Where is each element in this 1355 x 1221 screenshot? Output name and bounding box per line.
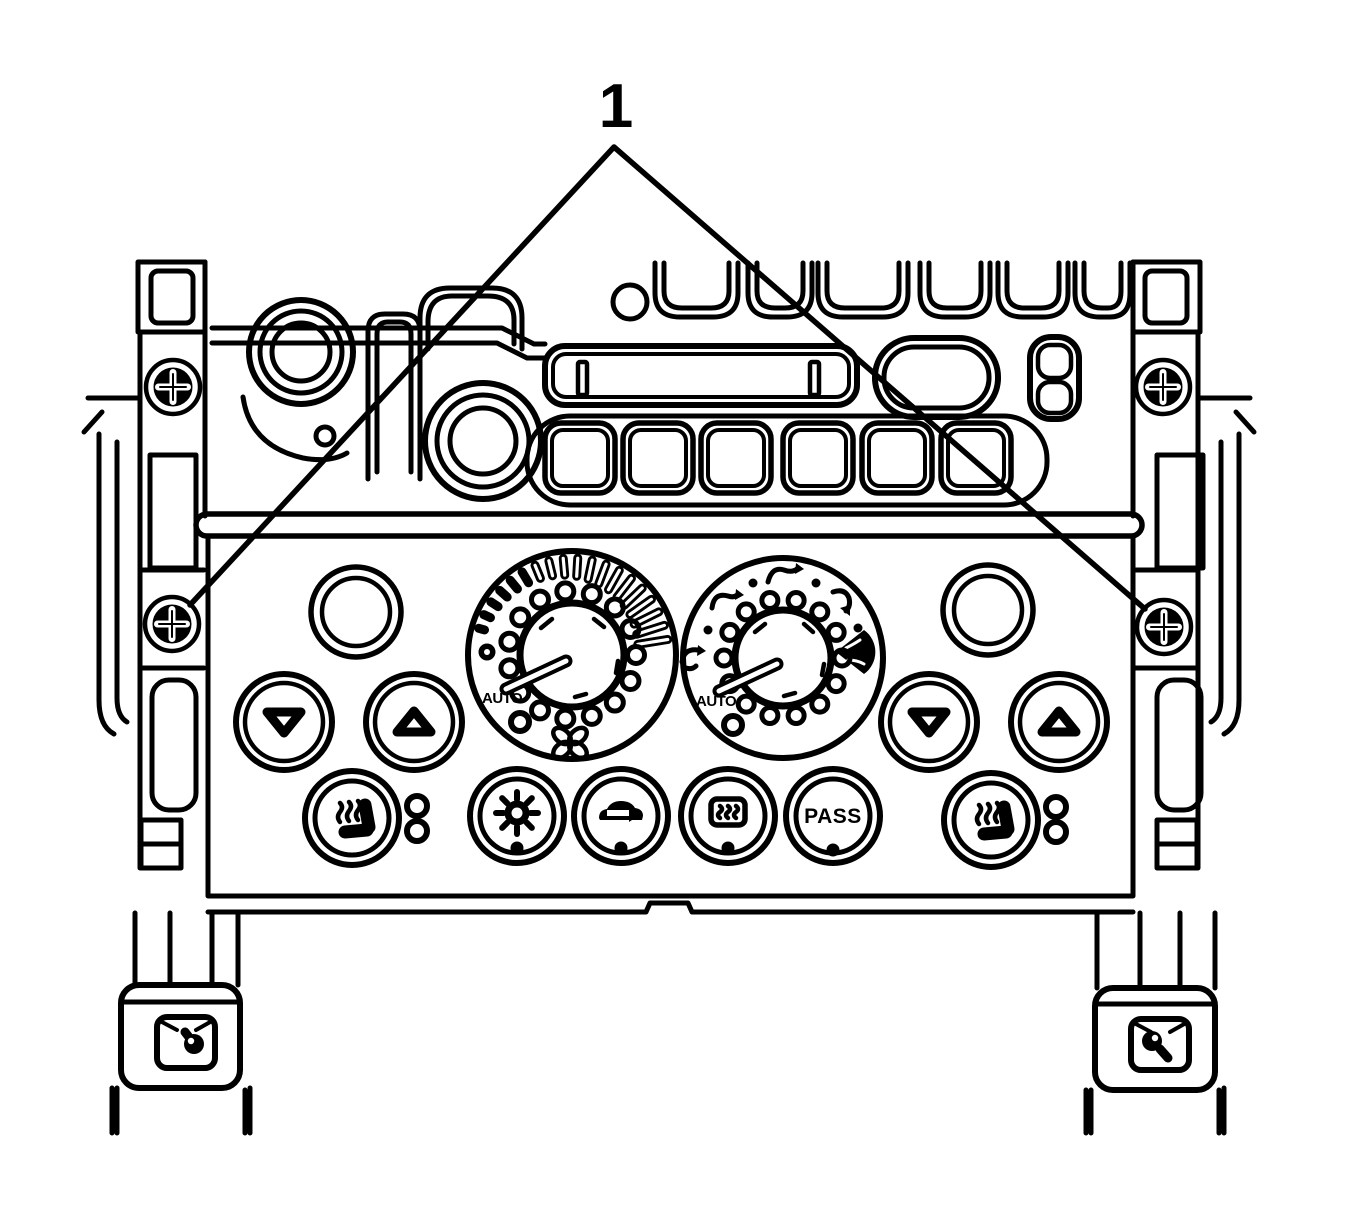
heated-seat-icon <box>338 801 369 832</box>
heated-seat-icon <box>977 803 1008 834</box>
volume-bezel-curve <box>240 394 350 463</box>
round-indicator-button <box>721 713 745 737</box>
triangle-up-icon <box>392 706 436 737</box>
callout-1 <box>187 144 1148 612</box>
heated-seat-button-left <box>302 768 430 868</box>
right-rail-lower-slot <box>1154 677 1204 813</box>
fan-off-icon <box>478 643 496 661</box>
car-recirculation-icon <box>599 801 643 822</box>
radio-faceplate <box>193 260 1145 539</box>
sun-icon <box>493 789 541 837</box>
callout-leader-lines <box>187 144 1148 612</box>
rail-screw-top-right <box>1136 360 1190 414</box>
sun-button <box>467 766 567 866</box>
left-bracket-legs <box>109 1085 253 1136</box>
climate-control-panel <box>205 534 1136 915</box>
left-door-edge-inner <box>114 439 130 725</box>
indicator-dot <box>721 841 735 855</box>
right-bracket-plate <box>1092 985 1218 1093</box>
pass-button <box>783 766 883 866</box>
fan-knob-dashes <box>538 616 621 700</box>
volume-bezel-hole <box>313 424 337 448</box>
left-hook-slot-opening <box>154 1014 218 1071</box>
fan-knob-grip <box>498 580 647 730</box>
right-rail-top-slot <box>1142 268 1190 326</box>
radio-preset-buttons <box>652 260 1133 320</box>
led-indicator <box>404 818 430 844</box>
hook-slot-icon <box>180 1027 204 1054</box>
climate-panel-flange <box>205 900 1136 915</box>
faceplate-rect-opening <box>365 311 423 482</box>
mode-knob-dashes <box>752 621 827 699</box>
rear-defrost-button <box>678 766 778 866</box>
radio-small-hole <box>610 282 650 322</box>
triangle-up-icon <box>1037 706 1081 737</box>
blank-round-button-left <box>308 564 404 660</box>
right-bracket-columns <box>1094 910 1218 991</box>
round-indicator-button <box>508 710 532 734</box>
trim-plate-screw-right <box>1137 600 1191 654</box>
radio-button-housing <box>524 413 1050 508</box>
right-bracket-legs <box>1083 1085 1227 1136</box>
climate-buttons-row <box>302 766 1069 870</box>
trim-plate-screw-left <box>145 597 199 651</box>
led-indicator <box>1043 794 1069 820</box>
mode-scale-dots <box>703 578 863 635</box>
left-mounting-rail <box>81 259 208 871</box>
right-door-edge-outer <box>1221 431 1242 737</box>
mode-floor-defrost-icon <box>830 588 853 616</box>
left-down-arrow-button <box>233 671 335 773</box>
hook-slot-icon <box>1142 1031 1173 1063</box>
radio-oval-button <box>872 335 1001 420</box>
pass-button-label: PASS <box>804 805 862 828</box>
climate-panel-outline <box>205 534 1136 899</box>
mode-auto-label: AUTO <box>696 693 737 710</box>
mode-knob <box>679 555 886 761</box>
display-slot-tick <box>575 359 590 398</box>
left-up-arrow-button <box>363 671 465 773</box>
triangle-down-icon <box>907 707 951 738</box>
indicator-dot <box>826 843 840 857</box>
faceplate-top-bump <box>417 285 525 352</box>
mode-face-vent-icon <box>679 645 706 672</box>
left-rail-cutout <box>147 452 199 571</box>
led-indicator <box>404 793 430 819</box>
mode-bilevel-vent-icon <box>709 589 744 611</box>
rail-screw-top-left <box>146 360 200 414</box>
recirculation-button <box>571 766 671 866</box>
volume-knob <box>246 297 356 407</box>
fan-icon <box>551 725 589 761</box>
right-up-arrow-button <box>1008 671 1110 773</box>
lower-left-bracket <box>109 910 253 1136</box>
indicator-dot <box>510 841 524 855</box>
blank-round-button-right <box>940 562 1036 658</box>
led-indicator <box>1043 819 1069 845</box>
lower-right-bracket <box>1083 910 1227 1136</box>
left-rail-lower-slot <box>149 677 199 813</box>
mode-floor-vent-icon <box>765 563 804 585</box>
left-bracket-columns <box>132 910 241 988</box>
rear-defrost-icon <box>708 796 748 828</box>
right-door-edge-inner <box>1208 439 1224 725</box>
left-bracket-plate <box>118 982 243 1091</box>
right-down-arrow-button <box>878 671 980 773</box>
radio-display-slot <box>209 325 860 408</box>
display-slot-tick <box>807 359 822 398</box>
callout-number: 1 <box>599 72 633 141</box>
radio-function-buttons <box>542 420 1014 496</box>
fan-speed-scale-ticks <box>474 553 673 649</box>
crossbar <box>193 511 1145 539</box>
heated-seat-button-right <box>941 770 1069 870</box>
fan-auto-label: AUTO <box>482 690 523 707</box>
radio-rocker-pill <box>1027 334 1082 422</box>
indicator-dot <box>614 841 628 855</box>
right-hook-slot-opening <box>1128 1016 1192 1073</box>
fan-speed-knob <box>465 548 679 762</box>
tuner-knob <box>422 380 544 502</box>
left-door-edge-outer <box>96 431 117 737</box>
left-rail-top-slot <box>148 268 196 326</box>
triangle-down-icon <box>262 707 306 738</box>
right-mounting-rail <box>1130 259 1257 871</box>
